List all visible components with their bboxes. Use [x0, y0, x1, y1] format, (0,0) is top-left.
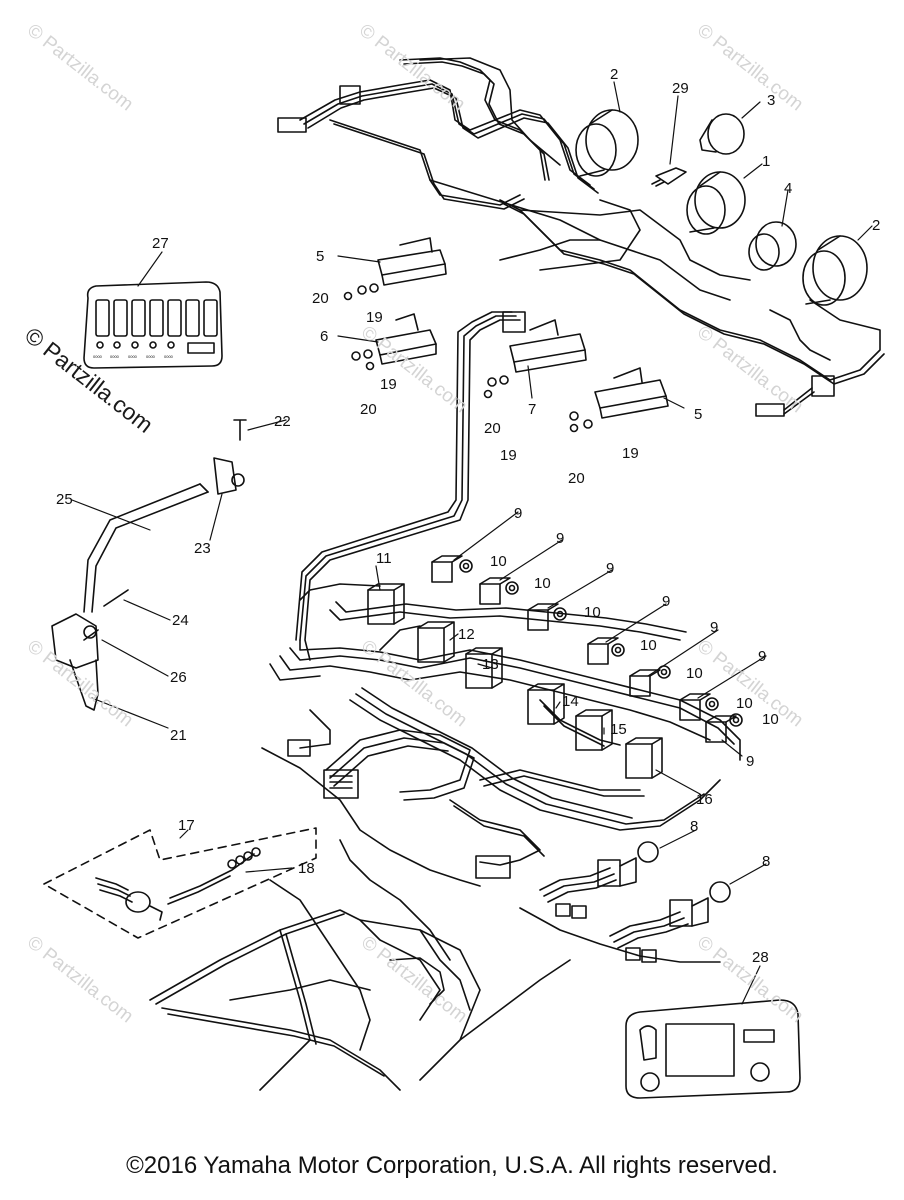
- switch-label-1: 0000: [93, 354, 103, 359]
- lower-wiring-harness: [269, 555, 743, 879]
- callout-labels: 2 29 3 1 4 2 5 20 19 6 19 20 7 20 19 5 1…: [56, 66, 880, 966]
- callout-17: 17: [178, 817, 195, 834]
- callout-9-f: 9: [758, 648, 766, 665]
- callout-9-e: 9: [710, 619, 718, 636]
- display-panel-28: [625, 999, 801, 1099]
- kit-17-box: [43, 827, 317, 939]
- part-29-clip: [651, 167, 687, 187]
- divider-curve-2: [519, 907, 721, 963]
- callout-10-a: 10: [490, 553, 507, 570]
- callout-26: 26: [170, 669, 187, 686]
- connector-8-lower: [609, 881, 731, 963]
- callout-27: 27: [152, 235, 169, 252]
- callout-19-a: 19: [366, 309, 383, 326]
- bracket-5-left: [377, 237, 447, 286]
- connector-8-upper: [539, 841, 659, 919]
- callout-10-f: 10: [736, 695, 753, 712]
- callout-10-d: 10: [640, 637, 657, 654]
- callout-19-c: 19: [500, 447, 517, 464]
- gauge-4: [748, 221, 797, 271]
- switch-label-2: 0000: [110, 354, 120, 359]
- callout-6: 6: [320, 328, 328, 345]
- leader-lines: [71, 81, 873, 1005]
- callout-9-a: 9: [514, 505, 522, 522]
- callout-5-right: 5: [694, 406, 702, 423]
- callout-23: 23: [194, 540, 211, 557]
- callout-8-a: 8: [690, 818, 698, 835]
- gauge-1: [686, 171, 746, 235]
- fuse-holders-9: [431, 555, 737, 743]
- callout-25: 25: [56, 491, 73, 508]
- callout-3: 3: [767, 92, 775, 109]
- callout-2-top: 2: [610, 66, 618, 83]
- callout-12: 12: [458, 626, 475, 643]
- callout-19-b: 19: [380, 376, 397, 393]
- callout-9-d: 9: [662, 593, 670, 610]
- copyright-footer: ©2016 Yamaha Motor Corporation, U.S.A. A…: [126, 1152, 778, 1179]
- callout-24: 24: [172, 612, 189, 629]
- callout-10-c: 10: [584, 604, 601, 621]
- callout-20-b: 20: [360, 401, 377, 418]
- callout-11: 11: [376, 550, 392, 567]
- gauge-3-cap: [699, 113, 745, 155]
- switch-label-4: 0000: [146, 354, 156, 359]
- callout-18: 18: [298, 860, 315, 877]
- callout-16: 16: [696, 791, 713, 808]
- bracket-7: [509, 319, 587, 373]
- switch-panel-27: [83, 281, 223, 369]
- upper-wiring-harness: [277, 57, 885, 661]
- callout-9-g: 9: [746, 753, 754, 770]
- bracket-6: [375, 313, 437, 365]
- gauge-2-right: [802, 235, 868, 306]
- callout-29: 29: [672, 80, 689, 97]
- callout-13: 13: [482, 656, 499, 673]
- callout-2-right: 2: [872, 217, 880, 234]
- boat-outline: [149, 839, 571, 1091]
- gauge-2-top: [575, 109, 639, 177]
- washers-nuts: [343, 283, 593, 433]
- callout-20-d: 20: [568, 470, 585, 487]
- callout-20-a: 20: [312, 290, 329, 307]
- callout-8-b: 8: [762, 853, 770, 870]
- callout-10-b: 10: [534, 575, 551, 592]
- switch-panel-labels: 0000 0000 0000 0000 0000: [93, 354, 174, 359]
- callout-21: 21: [170, 727, 187, 744]
- callout-19-d: 19: [622, 445, 639, 462]
- callout-9-c: 9: [606, 560, 614, 577]
- switch-label-5: 0000: [164, 354, 174, 359]
- switch-label-3: 0000: [128, 354, 138, 359]
- callout-10-e: 10: [686, 665, 703, 682]
- bracket-5-right: [594, 367, 669, 419]
- callout-15: 15: [610, 721, 627, 738]
- callout-7: 7: [528, 401, 536, 418]
- callout-22: 22: [274, 413, 291, 430]
- callout-4: 4: [784, 180, 792, 197]
- divider-curve: [261, 747, 481, 887]
- callout-1: 1: [762, 153, 770, 170]
- callout-14: 14: [562, 693, 579, 710]
- callout-5-left: 5: [316, 248, 324, 265]
- callout-10-g: 10: [762, 711, 779, 728]
- throttle-assembly: [51, 419, 247, 711]
- callout-20-c: 20: [484, 420, 501, 437]
- callout-28: 28: [752, 949, 769, 966]
- callout-9-b: 9: [556, 530, 564, 547]
